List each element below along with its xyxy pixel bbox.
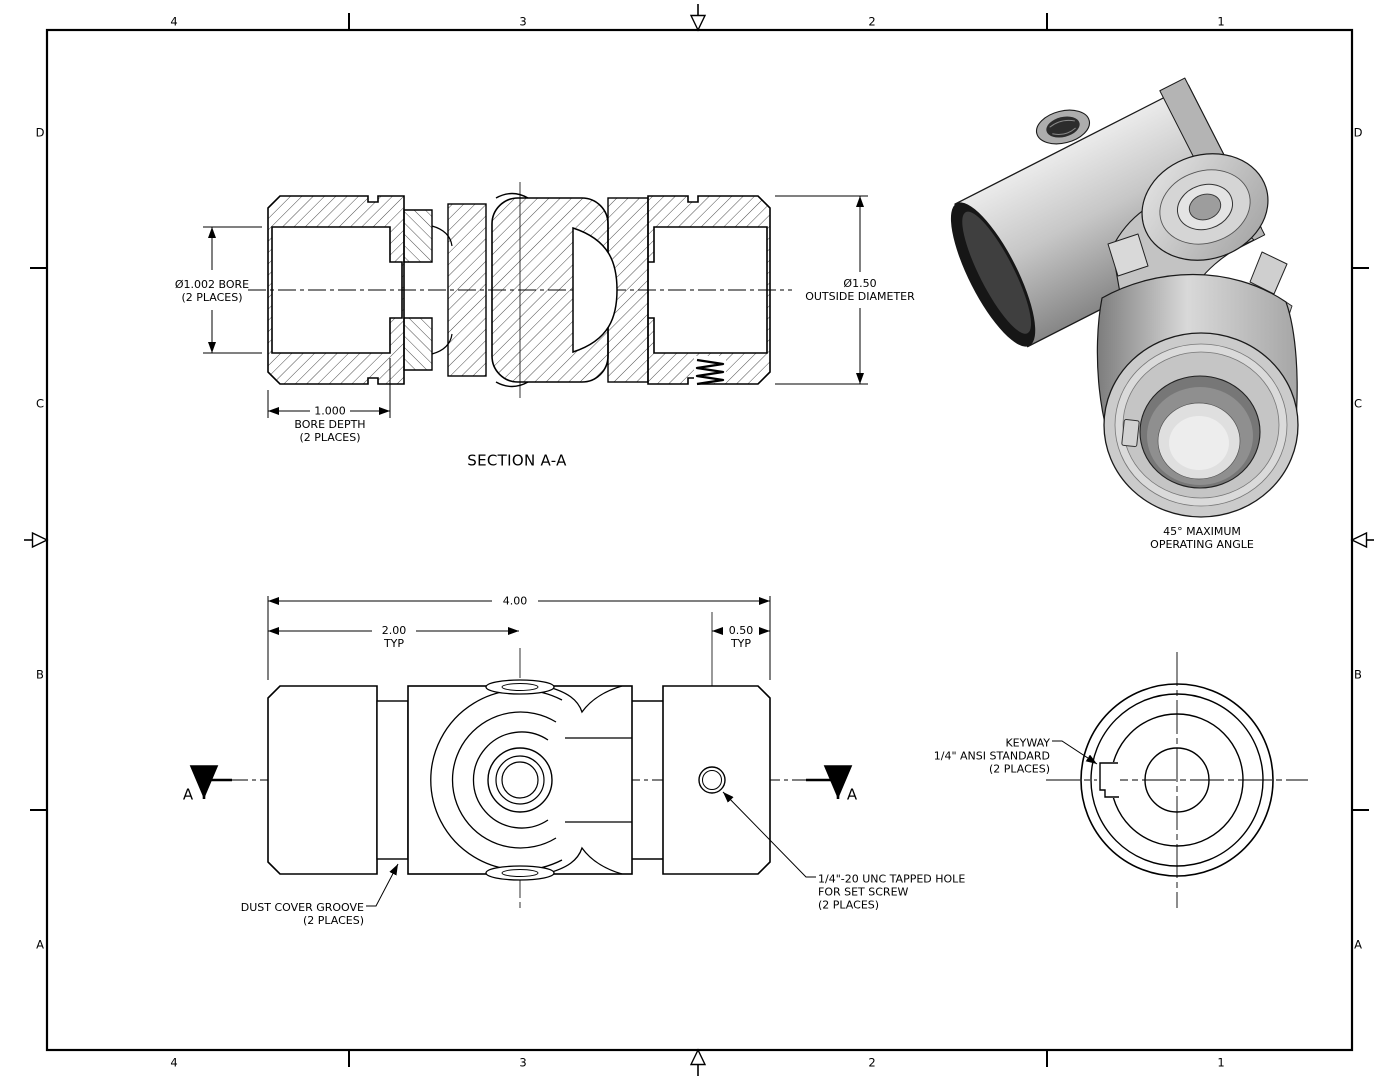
zone-row-right-d: D xyxy=(1353,125,1363,140)
section-letter-right: A xyxy=(846,785,858,804)
leader-keyway xyxy=(1052,740,1098,765)
zone-row-left-d: D xyxy=(35,125,45,140)
bore-depth-label: BORE DEPTH (2 PLACES) xyxy=(294,418,366,444)
iso-hinge-boss xyxy=(1141,153,1269,261)
center-datum-arrow-right xyxy=(1350,531,1374,549)
zone-col-bottom-2: 2 xyxy=(868,1055,876,1070)
iso-keyway-tab xyxy=(1121,419,1140,448)
section-cut-marker-left xyxy=(189,765,232,799)
zone-row-right-a: A xyxy=(1354,937,1362,952)
dim-screw-text: 0.50 TYP xyxy=(728,624,754,650)
center-datum-arrow-left xyxy=(24,531,49,549)
bore-depth-value: 1.000 xyxy=(314,404,346,418)
section-letter-left: A xyxy=(182,785,194,804)
zone-col-top-3: 3 xyxy=(519,14,527,29)
zone-row-left-a: A xyxy=(36,937,44,952)
leader-dust-groove xyxy=(366,863,399,907)
zone-row-right-c: C xyxy=(1353,396,1363,411)
zone-col-top-1: 1 xyxy=(1217,14,1225,29)
zone-row-left-b: B xyxy=(36,667,44,682)
zone-col-top-2: 2 xyxy=(868,14,876,29)
zone-col-bottom-1: 1 xyxy=(1217,1055,1225,1070)
section-title: SECTION A-A xyxy=(467,451,567,470)
pin-boss-outer xyxy=(487,747,553,813)
iso-lower-face xyxy=(1103,332,1299,518)
leader-tapped-hole xyxy=(722,791,816,878)
zone-col-bottom-3: 3 xyxy=(519,1055,527,1070)
zone-col-bottom-4: 4 xyxy=(170,1055,178,1070)
zone-col-top-4: 4 xyxy=(170,14,178,29)
right-sleeve-section xyxy=(647,195,771,385)
left-cylinder xyxy=(267,685,378,875)
iso-threaded-hole xyxy=(1035,109,1091,145)
zone-row-left-c: C xyxy=(35,396,45,411)
section-cut-marker-right xyxy=(806,765,853,799)
dim-bore-diameter xyxy=(203,226,262,354)
keyway-label: KEYWAY 1/4" ANSI STANDARD (2 PLACES) xyxy=(933,736,1050,776)
section-view xyxy=(203,182,868,418)
dim-outside-diameter xyxy=(775,195,868,385)
outside-diameter-label: Ø1.50 OUTSIDE DIAMETER xyxy=(805,277,915,303)
operating-angle-caption: 45° MAXIMUM OPERATING ANGLE xyxy=(1150,525,1254,551)
keyway-notch xyxy=(1097,762,1120,798)
bore-diameter-label: Ø1.002 BORE (2 PLACES) xyxy=(174,278,250,304)
left-collar-section xyxy=(403,209,433,371)
end-outer-circle xyxy=(1080,683,1274,877)
dim-overall-text: 4.00 xyxy=(502,594,528,608)
side-view xyxy=(189,596,853,912)
dim-half-text: 2.00 TYP xyxy=(381,624,407,650)
ball-socket-cavity xyxy=(572,226,618,354)
dim-bore-depth xyxy=(267,358,391,418)
zone-row-right-b: B xyxy=(1354,667,1362,682)
dust-groove-collar-left xyxy=(376,700,409,860)
dim-overall xyxy=(267,596,771,680)
dust-groove-label: DUST COVER GROOVE (2 PLACES) xyxy=(240,901,364,927)
center-datum-arrow-top xyxy=(689,4,707,32)
isometric-view xyxy=(950,77,1299,518)
iso-ear-left xyxy=(1107,233,1149,277)
center-datum-arrow-bottom xyxy=(689,1048,707,1076)
tapped-hole-label: 1/4"-20 UNC TAPPED HOLE FOR SET SCREW (2… xyxy=(818,872,966,912)
end-view xyxy=(1046,652,1308,908)
set-screw-threads xyxy=(694,356,726,386)
left-yoke-ear-section xyxy=(447,203,487,377)
sheet-border xyxy=(24,4,1374,1076)
